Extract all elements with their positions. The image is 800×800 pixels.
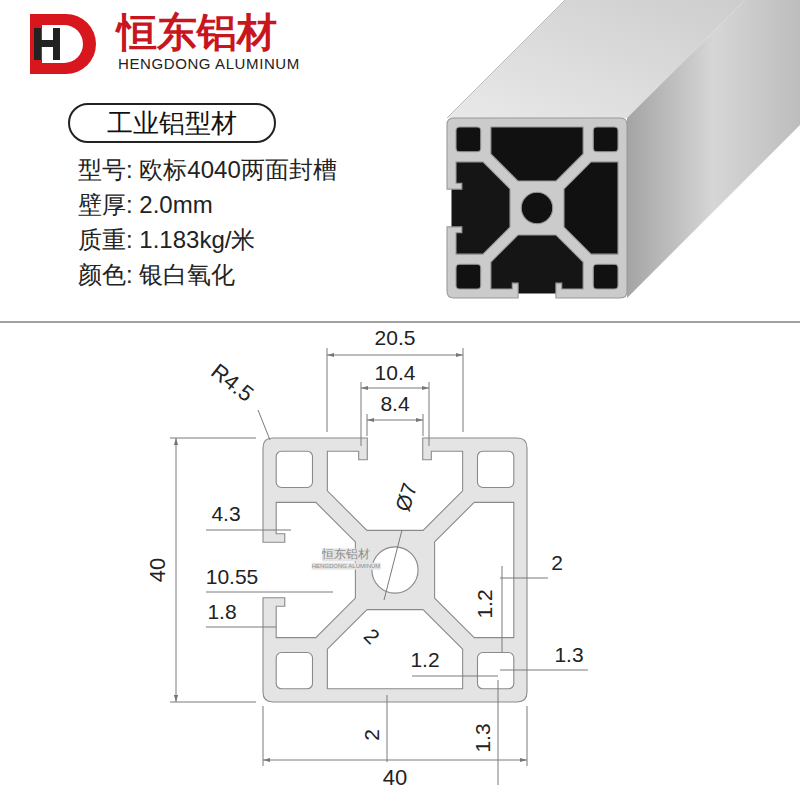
spec-text: 型号: 欧标4040两面封槽 [78,157,337,183]
dimension-label: 1.8 [207,600,236,623]
dimension-lines [387,695,388,762]
dimension-label: 10.4 [375,361,416,384]
centre-bore [521,192,553,224]
profile-render [447,0,800,298]
dimension-lines [527,706,528,766]
dimension-lines [500,578,548,579]
profile-outline [447,118,627,298]
profile-render [627,0,800,298]
dimension-label: Ø7 [391,480,422,514]
dimension-label: 10.55 [206,565,259,588]
dimension-lines [327,355,463,356]
dimension-lines [367,420,423,421]
corner-void [478,653,514,689]
profile-render [447,0,565,118]
dimension-lines [206,592,333,593]
dimension-lines [170,348,588,785]
category-title: 工业铝型材 [107,109,237,138]
dimension-lines [498,680,499,785]
dimension-lines [170,702,256,703]
profile-outline [263,438,527,702]
dimension-label: 8.4 [380,392,409,415]
corner-void [478,451,514,487]
dimension-label: 40 [383,766,407,790]
dimension-lines [361,388,429,389]
dimension-lines [429,382,430,446]
brand-name: 恒东铝材 [117,10,277,54]
dimension-label: 1.3 [471,723,494,752]
dimension-label: 1.2 [473,589,496,618]
brand-subtitle: HENGDONG ALUMINUM [118,56,300,73]
dimension-lines [500,670,588,671]
dimension-lines [361,382,362,446]
dimension-lines [327,348,328,432]
dimension-lines [263,760,527,761]
corner-void [456,264,481,289]
dimension-label: R4.5 [206,359,258,407]
dimension-label: 4.3 [211,502,240,525]
dimension-lines [412,676,498,677]
dimension-label: 40 [146,558,170,582]
dimension-lines [258,410,270,440]
centre-bore [372,547,418,593]
corner-void [456,127,481,152]
watermark: 恒东铝材 [322,548,370,561]
closed-cavity [491,127,583,181]
closed-cavity [327,610,462,689]
corner-void [276,451,312,487]
watermark: HENGDONG ALUMINUM [312,563,381,570]
dimension-lines [206,627,276,628]
dimension-lines [423,414,424,436]
profile-render [447,118,627,298]
groove-shadow [452,123,623,294]
dimension-lines [463,348,464,432]
brand-logo [30,14,96,74]
separator-line [0,321,800,322]
dimension-lines [367,414,368,436]
category-pill: 工业铝型材 [68,103,276,143]
dimension-label: 1.2 [410,648,439,671]
dimension-label: 1.3 [554,643,583,666]
dimension-label: 20.5 [375,326,416,349]
dimension-lines [206,530,291,531]
corner-void [593,264,618,289]
spec-text: 颜色: 银白氧化 [78,262,235,288]
spec-text: 质重: 1.183kg/米 [78,227,255,253]
closed-cavity [564,162,618,254]
profile-section [263,438,527,702]
brand-logo [30,14,96,74]
dimension-lines [176,438,177,702]
dimension-label: 2 [551,551,563,574]
corner-void [593,127,618,152]
dimension-lines [170,438,256,439]
corner-void [276,653,312,689]
dimension-label: 2 [360,729,383,741]
brand-logo [34,40,60,47]
spec-text: 壁厚: 2.0mm [78,192,213,218]
dimension-lines [384,530,402,600]
dimension-lines [263,706,264,766]
dimension-lines [502,566,503,652]
